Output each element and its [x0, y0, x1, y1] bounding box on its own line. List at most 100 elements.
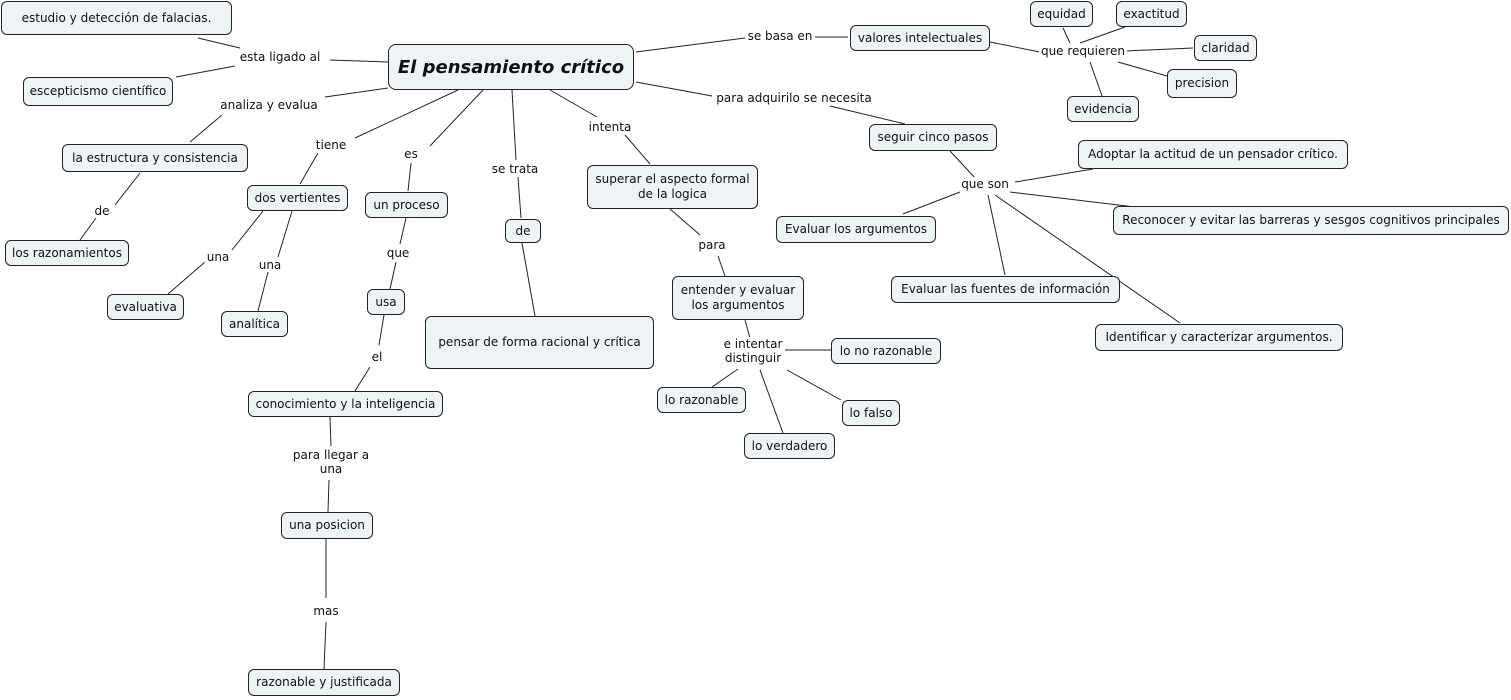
concept-node[interactable]: precision	[1167, 69, 1237, 98]
connection-line	[231, 210, 264, 251]
connection-line	[949, 150, 976, 179]
concept-node[interactable]: valores intelectuales	[850, 25, 990, 51]
connection-line	[987, 194, 1006, 276]
concept-node[interactable]: un proceso	[365, 192, 448, 218]
connection-line	[744, 319, 751, 339]
connection-line	[167, 261, 206, 295]
connection-line	[902, 191, 961, 215]
concept-node[interactable]: Adoptar la actitud de un pensador crític…	[1078, 140, 1348, 169]
linking-phrase[interactable]: para llegar a una	[290, 448, 372, 476]
connection-line	[517, 176, 522, 219]
connection-line	[1079, 26, 1126, 44]
linking-phrase[interactable]: que son	[959, 177, 1011, 191]
concept-node[interactable]: equidad	[1030, 1, 1093, 27]
linking-phrase[interactable]: e intentar distinguir	[721, 337, 785, 365]
concept-node[interactable]: lo falso	[842, 400, 900, 426]
concept-node[interactable]: conocimiento y la inteligencia	[248, 391, 443, 417]
linking-phrase[interactable]: para	[696, 238, 728, 252]
connection-line	[277, 210, 293, 258]
concept-node[interactable]: razonable y justificada	[248, 669, 400, 696]
concept-node[interactable]: evidencia	[1067, 96, 1139, 122]
connection-line	[378, 314, 385, 346]
concept-node[interactable]: Reconocer y evitar las barreras y sesgos…	[1113, 206, 1509, 235]
concept-node[interactable]: evaluativa	[107, 294, 184, 320]
concept-node[interactable]: Evaluar las fuentes de información	[891, 276, 1120, 303]
connection-line	[1089, 61, 1103, 97]
linking-phrase[interactable]: una	[256, 258, 284, 272]
linking-phrase[interactable]: que requieren	[1038, 44, 1128, 58]
connection-line	[197, 37, 241, 49]
connection-line	[1014, 168, 1094, 183]
connection-line	[389, 261, 397, 290]
linking-phrase[interactable]: esta ligado al	[237, 50, 323, 64]
concept-node[interactable]: estudio y detección de falacias.	[1, 1, 232, 35]
concept-node[interactable]: Identificar y caracterizar argumentos.	[1095, 324, 1343, 351]
connection-line	[79, 217, 97, 241]
concept-node[interactable]: una posicion	[281, 512, 373, 539]
connection-line	[989, 41, 1041, 53]
connection-line	[1124, 47, 1194, 52]
connection-line	[1117, 61, 1168, 77]
concept-node[interactable]: escepticismo científico	[23, 77, 173, 106]
linking-phrase[interactable]: el	[369, 350, 385, 364]
concept-node[interactable]: lo verdadero	[744, 433, 835, 459]
concept-node[interactable]: la estructura y consistencia	[62, 144, 248, 172]
linking-phrase[interactable]: analiza y evalua	[218, 98, 320, 112]
connection-line	[759, 369, 784, 434]
connection-line	[407, 162, 412, 192]
connection-line	[354, 89, 459, 139]
linking-phrase[interactable]: una	[204, 250, 232, 264]
connection-line	[323, 621, 327, 670]
connection-line	[1062, 27, 1071, 44]
connection-line	[399, 217, 407, 245]
connection-line	[354, 366, 371, 392]
linking-phrase[interactable]: se basa en	[745, 29, 815, 43]
linking-phrase[interactable]: que	[384, 246, 412, 260]
concept-node[interactable]: lo razonable	[657, 387, 746, 413]
connection-line	[521, 242, 536, 317]
connection-line	[717, 255, 726, 277]
connection-line	[329, 59, 389, 63]
concept-node[interactable]: analítica	[221, 311, 288, 337]
concept-node[interactable]: Evaluar los argumentos	[776, 216, 936, 243]
connection-line	[327, 479, 330, 513]
concept-node[interactable]: lo no razonable	[831, 338, 941, 364]
concept-node[interactable]: entender y evaluar los argumentos	[672, 276, 804, 320]
connection-line	[189, 114, 223, 143]
concept-node[interactable]: usa	[367, 289, 405, 315]
connection-line	[994, 194, 1181, 324]
linking-phrase[interactable]: mas	[311, 604, 341, 618]
linking-phrase[interactable]: intenta	[586, 120, 634, 134]
connection-line	[635, 37, 746, 53]
root-concept[interactable]: El pensamiento crítico	[388, 44, 634, 90]
concept-node[interactable]: claridad	[1194, 35, 1257, 61]
connection-line	[511, 89, 517, 161]
connection-line	[669, 208, 701, 236]
connection-line	[429, 89, 484, 147]
connection-line	[1009, 191, 1136, 208]
concept-node[interactable]: de	[505, 219, 541, 243]
linking-phrase[interactable]: se trata	[489, 162, 541, 176]
connection-line	[175, 65, 236, 78]
concept-node[interactable]: exactitud	[1116, 1, 1187, 27]
concept-node[interactable]: dos vertientes	[247, 185, 348, 211]
connection-line	[786, 369, 842, 401]
connection-line	[324, 87, 389, 98]
connection-line	[257, 271, 269, 312]
connection-line	[114, 172, 141, 206]
connection-line	[329, 416, 332, 447]
connection-line	[711, 368, 739, 388]
concept-node[interactable]: seguir cinco pasos	[869, 124, 997, 151]
linking-phrase[interactable]: de	[92, 204, 112, 218]
linking-phrase[interactable]: para adquirilo se necesita	[714, 91, 874, 105]
connection-line	[299, 152, 319, 185]
concept-node[interactable]: superar el aspecto formal de la logica	[587, 165, 758, 209]
connection-line	[549, 89, 598, 118]
linking-phrase[interactable]: tiene	[313, 138, 349, 152]
linking-phrase[interactable]: es	[402, 147, 420, 161]
connection-line	[624, 134, 651, 165]
concept-node[interactable]: pensar de forma racional y crítica	[425, 316, 654, 369]
connection-line	[635, 81, 713, 97]
concept-node[interactable]: los razonamientos	[5, 240, 129, 266]
